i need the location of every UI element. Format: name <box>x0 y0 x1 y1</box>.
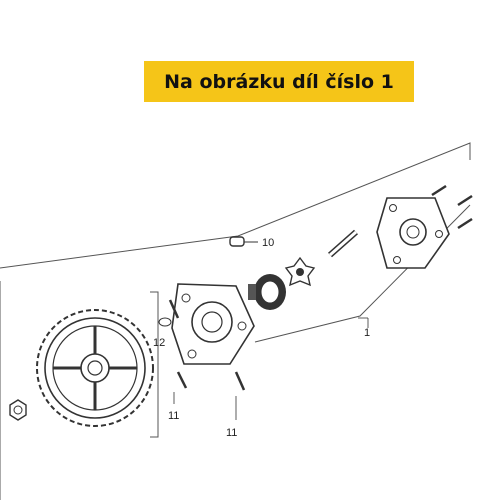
pin-icon <box>229 236 258 247</box>
caption-banner: Na obrázku díl číslo 1 <box>144 61 414 102</box>
washer-icon <box>158 317 172 327</box>
inner-rotor-icon <box>284 256 316 287</box>
sprocket-icon <box>36 309 154 427</box>
callout-12: 12 <box>153 337 165 349</box>
nut-icon <box>9 399 27 421</box>
callout-10: 10 <box>262 237 274 249</box>
callout-1: 1 <box>364 327 370 339</box>
pump-cover-icon <box>376 197 450 269</box>
bolt-icon <box>168 299 246 391</box>
caption-text: Na obrázku díl číslo 1 <box>164 70 394 93</box>
callout-11b: 11 <box>226 427 237 439</box>
bolt-icon <box>431 184 473 230</box>
pump-shaft-icon <box>328 229 358 258</box>
rotor-gear-icon <box>248 274 286 310</box>
leader-lines <box>173 317 369 420</box>
oil-pump-body-icon <box>171 283 255 365</box>
callout-11a: 11 <box>168 410 179 422</box>
